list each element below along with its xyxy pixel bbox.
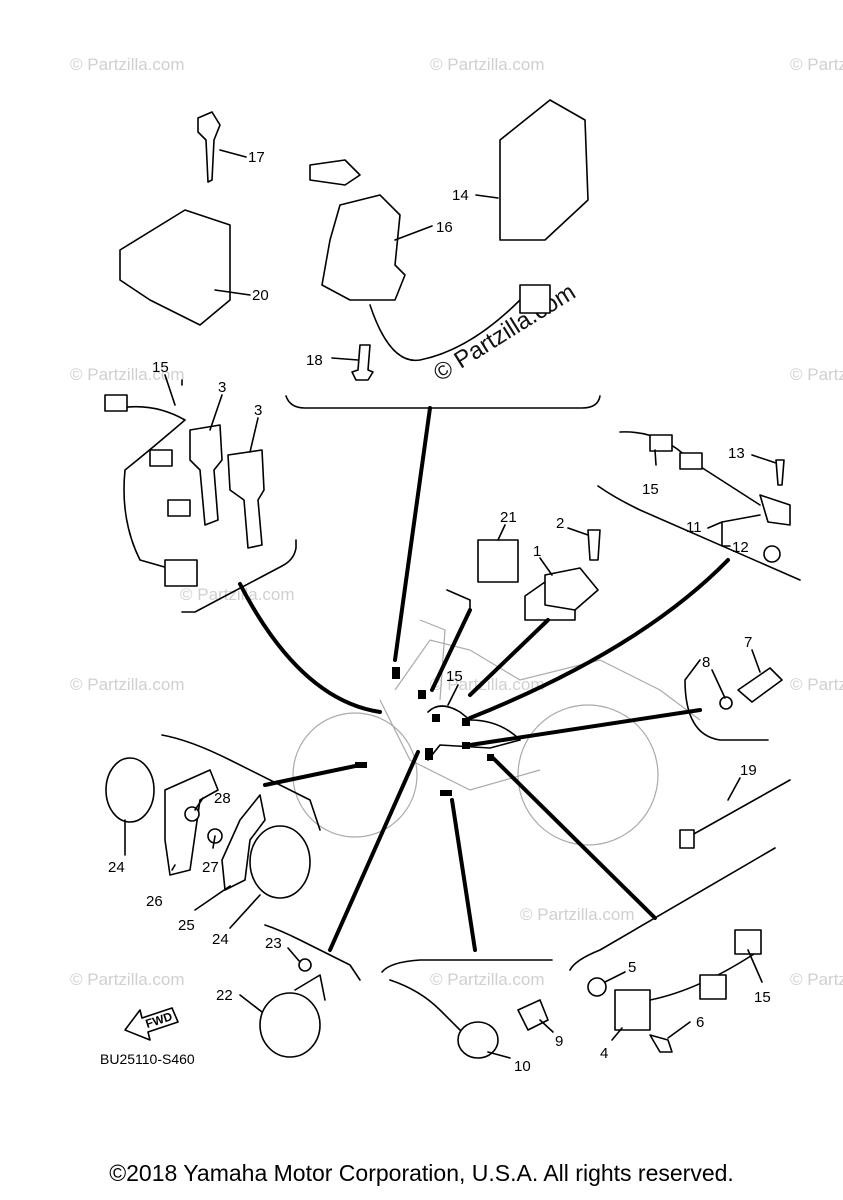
watermark-text: © Partzilla.com (70, 365, 185, 384)
watermark-text: © Partzilla.com (70, 970, 185, 989)
copyright-text: ©2018 Yamaha Motor Corporation, U.S.A. A… (109, 1160, 734, 1186)
callout-25: 25 (178, 917, 195, 934)
part-drawings (104, 99, 791, 1059)
callout-6: 6 (696, 1014, 704, 1031)
callout-15: 15 (754, 989, 771, 1006)
callout-15: 15 (642, 481, 659, 498)
callout-13: 13 (728, 445, 745, 462)
callout-20: 20 (252, 287, 269, 304)
callout-4: 4 (600, 1045, 608, 1062)
callout-15: 15 (446, 668, 463, 685)
callout-19: 19 (740, 762, 757, 779)
callout-21: 21 (500, 509, 517, 526)
callout-1: 1 (533, 543, 541, 560)
watermark-text: © Partzilla.com (430, 55, 545, 74)
motorcycle-outline (292, 619, 701, 846)
callout-16: 16 (436, 219, 453, 236)
watermark-text: © Partzilla.com (790, 675, 843, 694)
group-leader-lines (238, 406, 730, 952)
watermark-text: © Partzilla.com (790, 55, 843, 74)
watermark-text: © Partzilla.com (790, 970, 843, 989)
callout-5: 5 (628, 959, 636, 976)
callout-26: 26 (146, 893, 163, 910)
callout-28: 28 (214, 790, 231, 807)
watermark-text: © Partzilla.com (790, 365, 843, 384)
watermark-text: © Partzilla.com (180, 585, 295, 604)
callout-2: 2 (556, 515, 564, 532)
diagram-code: BU25110-S460 (100, 1051, 195, 1067)
callout-17: 17 (248, 149, 265, 166)
watermark-text: © Partzilla.com (430, 970, 545, 989)
callout-11: 11 (686, 519, 702, 536)
callout-27: 27 (202, 859, 219, 876)
group-brackets (161, 379, 801, 981)
watermark-text: © Partzilla.com (430, 675, 545, 694)
callout-15: 15 (152, 359, 169, 376)
callout-18: 18 (306, 352, 323, 369)
callout-9: 9 (555, 1033, 563, 1050)
watermark-text: © Partzilla.com (520, 905, 635, 924)
watermark-text: © Partzilla.com (70, 675, 185, 694)
callout-23: 23 (265, 935, 282, 952)
callout-leaders (124, 149, 777, 1059)
callout-14: 14 (452, 187, 469, 204)
callout-12: 12 (732, 539, 749, 556)
callout-24: 24 (108, 859, 125, 876)
callout-3: 3 (218, 379, 226, 396)
callout-10: 10 (514, 1058, 531, 1075)
watermark-text: © Partzilla.com (70, 55, 185, 74)
callout-labels: 17 16 14 20 18 15 3 3 21 2 1 15 13 11 12… (108, 149, 771, 1075)
watermark-center: © Partzilla.com (429, 278, 580, 387)
callout-8: 8 (702, 654, 710, 671)
callout-24: 24 (212, 931, 229, 948)
callout-22: 22 (216, 987, 233, 1004)
callout-3: 3 (254, 402, 262, 419)
callout-7: 7 (744, 634, 752, 651)
